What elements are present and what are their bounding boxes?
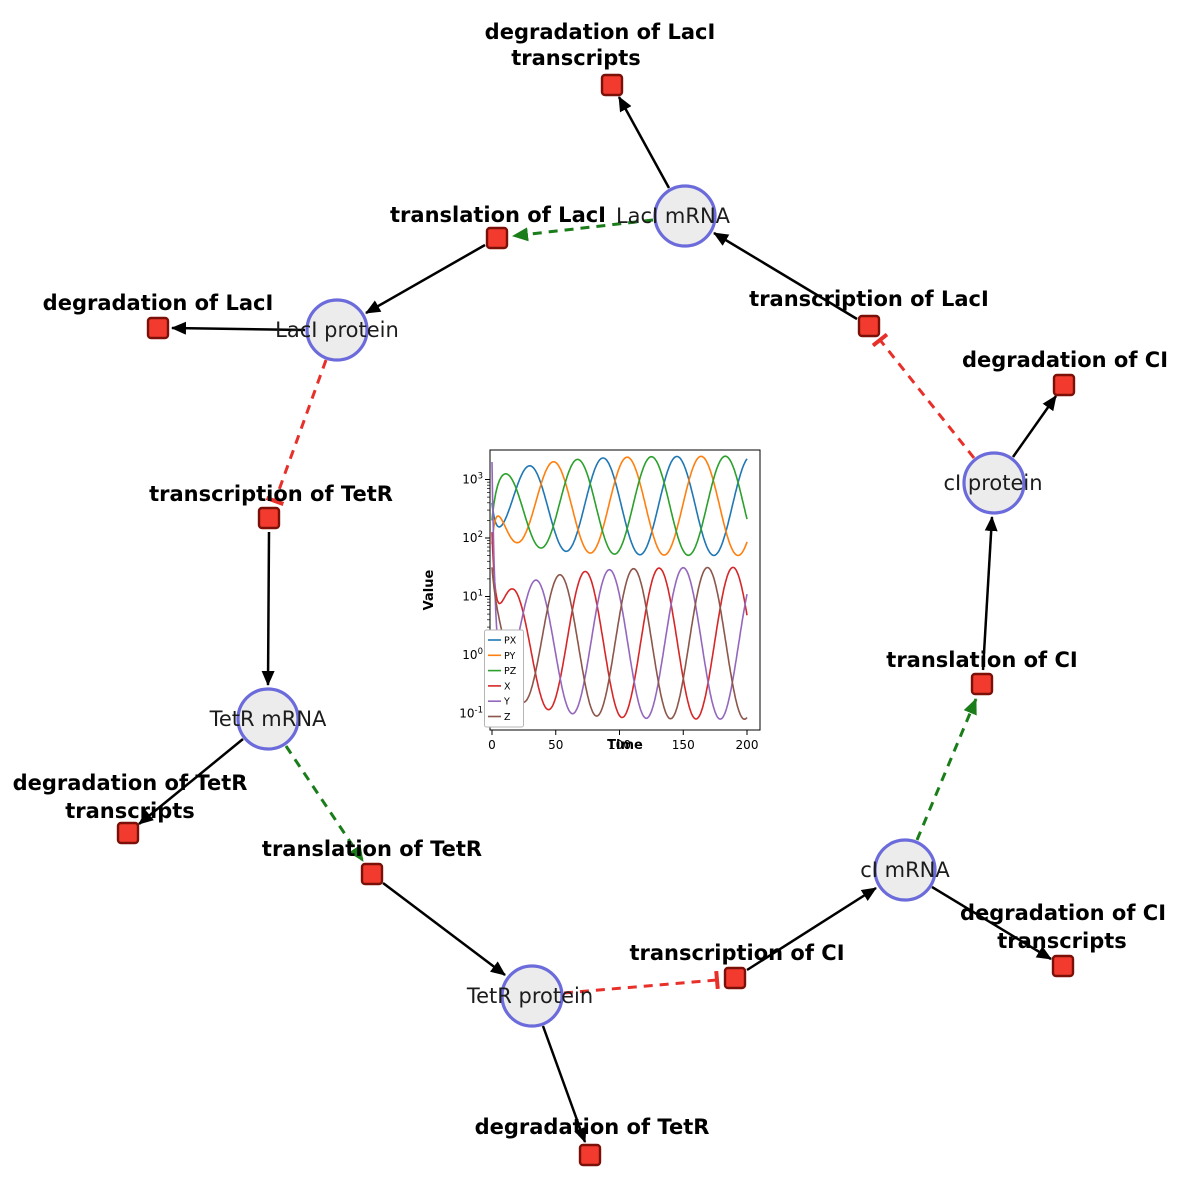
x-tick-label: 0 [488, 738, 496, 752]
reaction-node-deg-tetr [578, 1143, 602, 1167]
reaction-node-deg-laci-transcripts [600, 73, 624, 97]
x-axis-label: Time [607, 738, 643, 753]
y-tick-label: 101 [462, 589, 483, 604]
series-x-line [491, 532, 748, 720]
reaction-node-transcription-ci [723, 966, 747, 990]
edge-ci-mrna-to-deg-ci-transcripts [931, 885, 1052, 961]
chart-curves [491, 455, 748, 721]
y-tick-label: 103 [462, 472, 483, 487]
edge-laci-mrna-to-translation-laci [512, 218, 654, 242]
species-node-laci-mrna [653, 184, 717, 248]
label-deg-tetr-transcripts-line1: degradation of TetR [13, 771, 248, 795]
label-translation-tetr: translation of TetR [262, 837, 482, 861]
label-translation-laci: translation of LacI [390, 203, 606, 227]
label-deg-ci: degradation of CI [962, 348, 1168, 372]
legend-label-y: Y [503, 697, 510, 708]
label-laci-protein: LacI protein [275, 318, 399, 342]
edge-tetr-protein-to-deg-tetr [541, 1025, 587, 1143]
species-node-ci-protein [962, 451, 1026, 515]
label-deg-ci-transcripts-line1: degradation of CI [960, 901, 1166, 925]
y-tick-label: 102 [462, 530, 483, 545]
edge-tetr-mrna-to-translation-tetr [284, 745, 365, 862]
reaction-node-deg-ci [1052, 373, 1076, 397]
label-transcription-ci: transcription of CI [629, 941, 844, 965]
reaction-node-translation-tetr [360, 862, 384, 886]
edge-transcription-laci-to-laci-mrna [713, 231, 858, 321]
reaction-nodes [116, 73, 1076, 1167]
species-node-laci-protein [305, 298, 369, 362]
y-tick-label: 10-1 [459, 706, 483, 721]
chart-ticks: 0 50 100 150 200 103 102 101 100 10-1 [459, 472, 758, 753]
edge-ci-protein-to-deg-ci [1011, 395, 1058, 458]
series-z-line [491, 566, 748, 721]
edges [138, 96, 1058, 1143]
edge-translation-laci-to-laci-protein [365, 243, 486, 315]
label-laci-mrna: LacI mRNA [616, 204, 731, 228]
species-node-ci-mrna [873, 838, 937, 902]
label-ci-protein: cI protein [943, 471, 1042, 495]
edge-translation-ci-to-ci-protein [981, 516, 998, 671]
label-deg-laci-transcripts-line2: transcripts [511, 46, 641, 70]
edge-laci-protein-to-deg-laci [171, 321, 306, 335]
edge-laci-protein-inhibits-transcription-tetr [265, 359, 328, 506]
reaction-node-deg-tetr-transcripts [116, 821, 140, 845]
legend-label-py: PY [504, 651, 516, 662]
edge-ci-mrna-to-translation-ci [915, 698, 978, 841]
x-tick-label: 50 [548, 738, 563, 752]
label-deg-ci-transcripts-line2: transcripts [997, 929, 1127, 953]
edge-transcription-tetr-to-tetr-mrna [261, 531, 275, 686]
label-translation-ci: translation of CI [886, 648, 1077, 672]
edge-transcription-ci-to-ci-mrna [746, 886, 877, 972]
label-transcription-laci: transcription of LacI [749, 287, 989, 311]
label-deg-tetr-transcripts-line2: transcripts [65, 799, 195, 823]
label-deg-tetr: degradation of TetR [475, 1115, 710, 1139]
reaction-node-translation-ci [970, 672, 994, 696]
legend-label-px: PX [504, 636, 517, 647]
label-deg-laci-transcripts-line1: degradation of LacI [485, 20, 716, 44]
legend-box [484, 629, 524, 728]
y-axis-label: Value [422, 569, 437, 610]
x-tick-label: 150 [672, 738, 695, 752]
edge-laci-mrna-to-deg-laci-transcripts [617, 96, 671, 189]
label-tetr-mrna: TetR mRNA [209, 707, 327, 731]
species-node-tetr-protein [500, 964, 564, 1028]
species-node-tetr-mrna [236, 687, 300, 751]
reaction-node-transcription-laci [857, 314, 881, 338]
series-y-line [491, 461, 748, 720]
label-tetr-protein: TetR protein [466, 984, 593, 1008]
legend-label-x: X [504, 681, 511, 692]
edge-tetr-mrna-to-deg-tetr-transcripts [138, 738, 244, 825]
label-transcription-tetr: transcription of TetR [149, 482, 393, 506]
reaction-node-deg-ci-transcripts [1051, 954, 1075, 978]
legend-label-pz: PZ [504, 666, 517, 677]
label-deg-laci: degradation of LacI [43, 291, 274, 315]
chart-legend: PX PY PZ XYZ [484, 629, 524, 728]
series-pz-line [491, 455, 748, 557]
series-px-line [491, 455, 748, 557]
series-py-line [491, 455, 748, 557]
edge-translation-tetr-to-tetr-protein [382, 882, 506, 976]
edge-ci-protein-inhibits-transcription-laci [871, 332, 976, 459]
label-ci-mrna: cI mRNA [860, 858, 950, 882]
reaction-node-transcription-tetr [257, 506, 281, 530]
reaction-node-deg-laci [146, 316, 170, 340]
legend-label-z: Z [504, 712, 511, 723]
x-tick-label: 200 [736, 738, 759, 752]
species-nodes [236, 184, 1026, 1028]
y-tick-label: 100 [462, 647, 483, 662]
labels: degradation of LacI transcripts translat… [13, 20, 1168, 1139]
x-tick-label: 100 [608, 738, 631, 752]
reaction-node-translation-laci [485, 226, 509, 250]
timecourse-chart: 0 50 100 150 200 103 102 101 100 10-1 PX PY PZ XYZ T… [422, 449, 761, 753]
